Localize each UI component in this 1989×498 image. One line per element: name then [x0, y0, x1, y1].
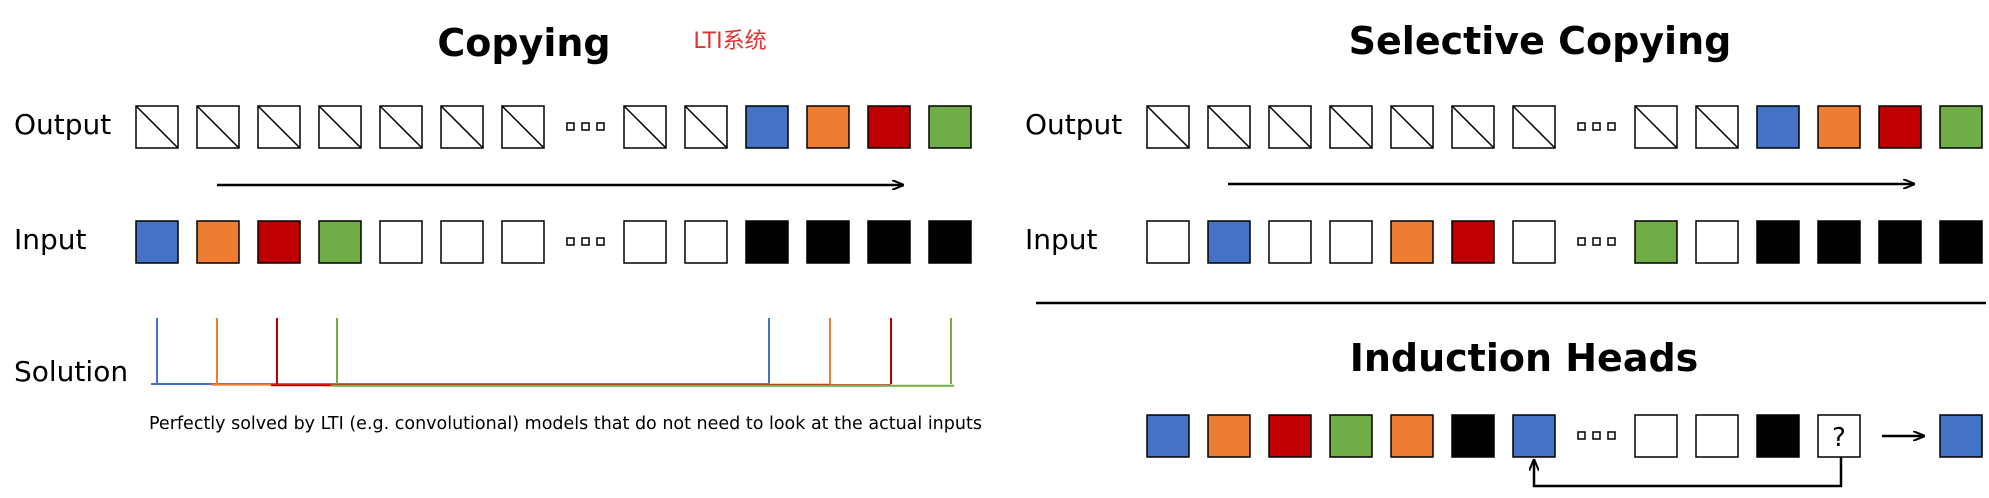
- token-black: [1939, 220, 1983, 264]
- pad-slash: [1329, 105, 1373, 149]
- pad-slash: [1146, 105, 1190, 149]
- token-green: [1634, 220, 1678, 264]
- query-symbol: ?: [1832, 423, 1846, 453]
- pad-slash: [1268, 105, 1312, 149]
- ellipsis-dot: [596, 122, 605, 131]
- token-empty: [1695, 220, 1739, 264]
- ellipsis-dot: [566, 237, 575, 246]
- token-empty: [1695, 414, 1739, 458]
- token-empty: [1634, 414, 1678, 458]
- pad-slash: [1451, 105, 1495, 149]
- pad-slash: [318, 105, 362, 149]
- token-orange: [806, 105, 850, 149]
- token-orange: [196, 220, 240, 264]
- ellipsis-dot: [1592, 431, 1601, 440]
- induction-row: ?: [1146, 414, 1861, 458]
- token-query: [1817, 414, 1861, 458]
- token-black: [806, 220, 850, 264]
- token-empty: [1329, 220, 1373, 264]
- ellipsis-dot: [1607, 122, 1616, 131]
- pad-slash: [1207, 105, 1251, 149]
- token-red: [1268, 414, 1312, 458]
- token-red: [1451, 220, 1495, 264]
- ellipsis-dot: [1592, 122, 1601, 131]
- selective-output-row: [1146, 105, 1983, 149]
- token-orange: [1817, 105, 1861, 149]
- pad-slash: [1634, 105, 1678, 149]
- copying-output-label: Output: [14, 108, 111, 141]
- token-green: [928, 105, 972, 149]
- pad-slash: [379, 105, 423, 149]
- token-empty: [440, 220, 484, 264]
- token-black: [1451, 414, 1495, 458]
- token-green: [1939, 105, 1983, 149]
- token-black: [867, 220, 911, 264]
- ellipsis-dot: [1607, 431, 1616, 440]
- selective-output-label: Output: [1025, 108, 1122, 141]
- copying-title: Copying: [437, 21, 610, 65]
- pad-slash: [257, 105, 301, 149]
- token-empty: [379, 220, 423, 264]
- token-black: [1756, 414, 1800, 458]
- token-orange: [1390, 220, 1434, 264]
- copying-solution-label: Solution: [14, 355, 128, 388]
- token-blue: [1756, 105, 1800, 149]
- pad-slash: [623, 105, 667, 149]
- token-black: [1756, 220, 1800, 264]
- token-red: [1878, 105, 1922, 149]
- token-blue: [135, 220, 179, 264]
- pad-slash: [135, 105, 179, 149]
- token-orange: [1390, 414, 1434, 458]
- token-blue: [1207, 220, 1251, 264]
- pad-slash: [196, 105, 240, 149]
- token-empty: [1512, 220, 1556, 264]
- ellipsis-dot: [581, 122, 590, 131]
- token-black: [745, 220, 789, 264]
- token-blue: [1939, 414, 1983, 458]
- pad-slash: [684, 105, 728, 149]
- ellipsis-dot: [1577, 431, 1586, 440]
- copying-input-label: Input: [14, 223, 87, 256]
- selective-title: Selective Copying: [1349, 19, 1732, 63]
- ellipsis-dot: [596, 237, 605, 246]
- token-empty: [1268, 220, 1312, 264]
- token-black: [1878, 220, 1922, 264]
- ellipsis-dot: [581, 237, 590, 246]
- selective-input-row: [1146, 220, 1983, 264]
- token-blue: [1146, 414, 1190, 458]
- token-empty: [684, 220, 728, 264]
- copying-input-row: [135, 220, 972, 264]
- token-orange: [1207, 414, 1251, 458]
- ellipsis-dot: [1592, 237, 1601, 246]
- pad-slash: [440, 105, 484, 149]
- copying-output-row: [135, 105, 972, 149]
- pad-slash: [1512, 105, 1556, 149]
- ellipsis-dot: [566, 122, 575, 131]
- pad-slash: [1695, 105, 1739, 149]
- copying-caption: Perfectly solved by LTI (e.g. convolutio…: [149, 414, 982, 434]
- induction-title: Induction Heads: [1350, 336, 1699, 380]
- induction-lookback-arrow: [1534, 457, 1843, 488]
- token-empty: [501, 220, 545, 264]
- pad-slash: [1390, 105, 1434, 149]
- token-green: [318, 220, 362, 264]
- ellipsis-dot: [1577, 237, 1586, 246]
- token-blue: [745, 105, 789, 149]
- selective-input-label: Input: [1025, 223, 1098, 256]
- token-red: [257, 220, 301, 264]
- ellipsis-dot: [1607, 237, 1616, 246]
- token-blue: [1512, 414, 1556, 458]
- token-red: [867, 105, 911, 149]
- token-black: [1817, 220, 1861, 264]
- token-green: [1329, 414, 1373, 458]
- lti-annotation: LTI系统: [693, 29, 766, 54]
- pad-slash: [501, 105, 545, 149]
- ellipsis-dot: [1577, 122, 1586, 131]
- token-black: [928, 220, 972, 264]
- token-empty: [623, 220, 667, 264]
- token-empty: [1146, 220, 1190, 264]
- induction-answer: [1939, 414, 1983, 458]
- solution-kernels: [151, 318, 954, 387]
